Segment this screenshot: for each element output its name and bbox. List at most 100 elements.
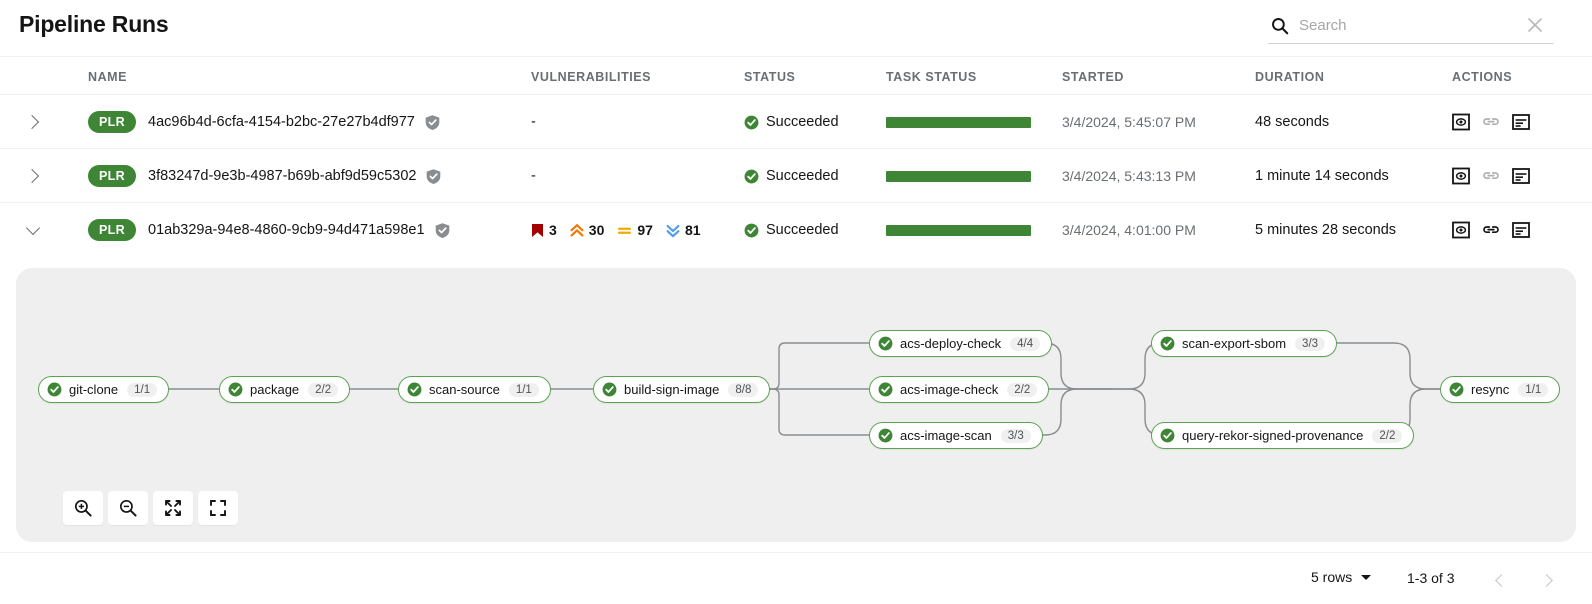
fit-to-screen-button[interactable] <box>153 491 193 525</box>
node-label: git-clone <box>69 382 119 397</box>
graph-node-resync[interactable]: resync 1/1 <box>1440 376 1561 403</box>
row-expand-toggle[interactable] <box>16 149 50 203</box>
view-output-icon[interactable] <box>1452 167 1470 185</box>
expand-arrows-icon <box>165 500 181 516</box>
link-icon[interactable] <box>1482 113 1500 131</box>
cell-actions <box>1452 203 1530 257</box>
node-label: scan-export-sbom <box>1182 336 1287 351</box>
search-icon <box>1272 18 1289 35</box>
table-row[interactable]: PLR 4ac96b4d-6cfa-4154-b2bc-27e27b4df977… <box>0 95 1592 149</box>
check-circle-icon <box>744 169 759 183</box>
column-header-actions: ACTIONS <box>1452 70 1513 84</box>
logs-icon[interactable] <box>1512 221 1530 239</box>
column-header-vulnerabilities: VULNERABILITIES <box>531 70 652 84</box>
search-input[interactable] <box>1299 12 1514 38</box>
logs-icon[interactable] <box>1512 167 1530 185</box>
chevron-right-icon <box>1540 573 1553 587</box>
cell-name: PLR 3f83247d-9e3b-4987-b69b-abf9d59c5302 <box>88 149 442 203</box>
check-circle-icon <box>878 336 893 351</box>
graph-node-package[interactable]: package 2/2 <box>219 376 351 403</box>
page-title: Pipeline Runs <box>19 11 169 37</box>
vulnerability-breakdown: 3 30 97 <box>531 222 710 238</box>
view-output-icon[interactable] <box>1452 113 1470 131</box>
previous-page-button[interactable] <box>1487 567 1513 593</box>
cell-vulnerabilities: - <box>531 149 536 203</box>
node-label: acs-deploy-check <box>900 336 1002 351</box>
table-row[interactable]: PLR 01ab329a-94e8-4860-9cb9-94d471a598e1… <box>0 203 1592 257</box>
row-expand-toggle[interactable] <box>16 95 50 149</box>
graph-node-scan-export-sbom[interactable]: scan-export-sbom 3/3 <box>1151 330 1338 357</box>
next-page-button[interactable] <box>1535 567 1561 593</box>
duration-value: 1 minute 14 seconds <box>1255 168 1389 184</box>
check-circle-icon <box>1449 382 1464 397</box>
cell-status: Succeeded <box>744 95 839 149</box>
cell-started: 3/4/2024, 5:43:13 PM <box>1062 149 1196 203</box>
zoom-out-button[interactable] <box>108 491 148 525</box>
pagination-range: 1-3 of 3 <box>1407 570 1455 586</box>
severity-moderate-icon <box>618 227 632 234</box>
vulnerabilities-value: - <box>531 114 536 130</box>
close-icon[interactable] <box>1526 16 1544 34</box>
severity-important-icon <box>570 223 584 236</box>
page-header: Pipeline Runs <box>0 0 1592 56</box>
logs-icon[interactable] <box>1512 113 1530 131</box>
cell-duration: 5 minutes 28 seconds <box>1255 203 1396 257</box>
run-name[interactable]: 4ac96b4d-6cfa-4154-b2bc-27e27b4df977 <box>148 114 415 130</box>
check-circle-icon <box>47 382 62 397</box>
check-circle-icon <box>878 382 893 397</box>
search-box[interactable] <box>1268 10 1554 44</box>
cell-actions <box>1452 149 1530 203</box>
row-expand-toggle[interactable] <box>16 203 50 257</box>
view-output-icon[interactable] <box>1452 221 1470 239</box>
rows-per-page-select[interactable]: 5 rows <box>1311 569 1372 585</box>
zoom-in-button[interactable] <box>63 491 103 525</box>
node-label: scan-source <box>429 382 500 397</box>
vuln-important: 30 <box>570 222 604 238</box>
run-name[interactable]: 01ab329a-94e8-4860-9cb9-94d471a598e1 <box>148 222 425 238</box>
duration-value: 48 seconds <box>1255 114 1330 130</box>
graph-node-acs-deploy-check[interactable]: acs-deploy-check 4/4 <box>869 330 1053 357</box>
chevron-right-icon <box>24 114 39 130</box>
chevron-left-icon <box>1495 573 1508 587</box>
graph-node-scan-source[interactable]: scan-source 1/1 <box>398 376 551 403</box>
node-task-count: 3/3 <box>1295 336 1326 351</box>
status-label: Succeeded <box>766 168 839 184</box>
cell-name: PLR 4ac96b4d-6cfa-4154-b2bc-27e27b4df977 <box>88 95 441 149</box>
shield-check-icon <box>435 222 449 238</box>
column-header-name: NAME <box>88 70 128 84</box>
plr-badge: PLR <box>88 111 136 133</box>
graph-node-acs-image-scan[interactable]: acs-image-scan 3/3 <box>869 422 1043 449</box>
vuln-low: 81 <box>666 222 701 238</box>
column-header-started: STARTED <box>1062 70 1124 84</box>
status-label: Succeeded <box>766 114 839 130</box>
column-header-status: STATUS <box>744 70 796 84</box>
table-row[interactable]: PLR 3f83247d-9e3b-4987-b69b-abf9d59c5302… <box>0 149 1592 203</box>
check-circle-icon <box>228 382 243 397</box>
cell-started: 3/4/2024, 4:01:00 PM <box>1062 203 1196 257</box>
cell-name: PLR 01ab329a-94e8-4860-9cb9-94d471a598e1 <box>88 203 451 257</box>
node-task-count: 2/2 <box>1372 428 1403 443</box>
graph-node-acs-image-check[interactable]: acs-image-check 2/2 <box>869 376 1050 403</box>
node-task-count: 1/1 <box>127 382 158 397</box>
reset-view-button[interactable] <box>198 491 238 525</box>
node-task-count: 3/3 <box>1000 428 1031 443</box>
chevron-down-icon <box>1361 574 1372 580</box>
plr-badge: PLR <box>88 219 136 241</box>
link-icon[interactable] <box>1482 167 1500 185</box>
node-label: acs-image-scan <box>900 428 992 443</box>
link-icon[interactable] <box>1482 221 1500 239</box>
graph-node-git-clone[interactable]: git-clone 1/1 <box>38 376 170 403</box>
task-status-bar <box>886 224 1031 236</box>
graph-node-query-rekor-signed-provenance[interactable]: query-rekor-signed-provenance 2/2 <box>1151 422 1415 449</box>
severity-critical-icon <box>532 223 543 237</box>
cell-task-status <box>886 95 1031 149</box>
check-circle-icon <box>1160 336 1175 351</box>
pipeline-graph-panel[interactable]: git-clone 1/1 package 2/2 scan-source 1/… <box>16 268 1576 542</box>
run-name[interactable]: 3f83247d-9e3b-4987-b69b-abf9d59c5302 <box>148 168 417 184</box>
shield-check-icon <box>425 114 440 130</box>
node-label: build-sign-image <box>624 382 720 397</box>
graph-node-build-sign-image[interactable]: build-sign-image 8/8 <box>593 376 771 403</box>
check-circle-icon <box>744 223 759 237</box>
check-circle-icon <box>602 382 617 397</box>
